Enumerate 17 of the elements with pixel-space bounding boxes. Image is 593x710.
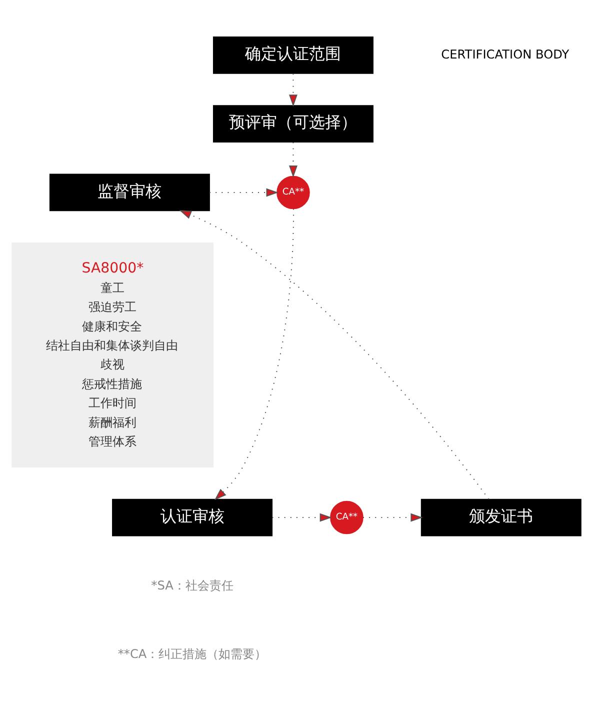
node-box: 监督审核 (49, 174, 210, 212)
arrow (214, 208, 294, 500)
node-box: 颁发证书 (420, 498, 582, 536)
arrow (210, 188, 278, 197)
arrow (288, 74, 298, 107)
node-circle: CA** (330, 500, 364, 534)
label: *SA：社会责任 (151, 578, 234, 592)
arrow (363, 513, 423, 522)
node-box: 认证审核 (112, 498, 273, 536)
arrow (179, 210, 490, 500)
node-box: 预评审（可选择） (212, 105, 374, 143)
label: **CA：纠正措施（如需要） (118, 646, 267, 661)
label: CERTIFICATION BODY (441, 47, 570, 62)
arrow (288, 142, 298, 178)
arrow (272, 513, 332, 522)
node-circle: CA** (276, 176, 310, 210)
node-box: 确定认证范围 (212, 36, 374, 74)
